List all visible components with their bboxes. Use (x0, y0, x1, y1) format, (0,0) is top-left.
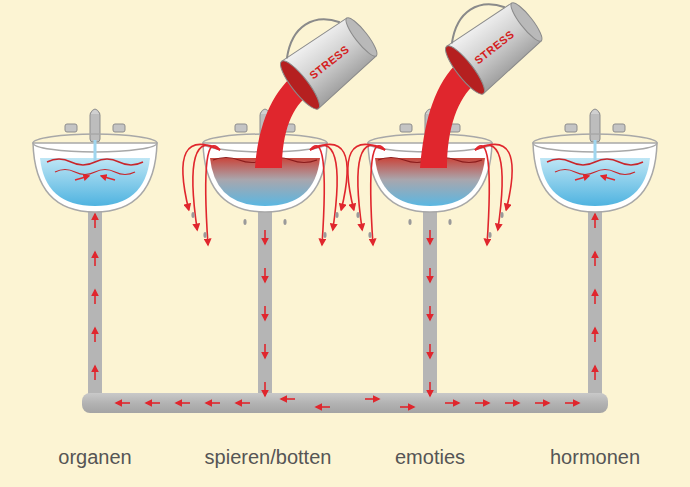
spill-arrow (371, 146, 385, 245)
stress-bucket (431, 0, 549, 99)
flow-arrow (146, 402, 160, 404)
spill-arrows (183, 144, 512, 245)
red-streak (55, 170, 135, 175)
water (540, 158, 650, 206)
spill-arrow (348, 144, 385, 210)
flow-arrow (264, 344, 266, 358)
flow-arrow (429, 344, 431, 358)
droplet (191, 212, 194, 218)
flow-arrow (505, 402, 519, 404)
spill-arrow (358, 145, 385, 230)
droplet (488, 232, 491, 238)
flow-arrow (601, 176, 615, 180)
sink (533, 109, 657, 212)
flow-arrow (535, 402, 549, 404)
droplet (323, 232, 326, 238)
droplet (335, 212, 338, 218)
spill-arrow (475, 144, 512, 210)
spill-arrow (206, 146, 220, 245)
flow-arrow (429, 230, 431, 244)
system-label: hormonen (550, 445, 640, 469)
sink (33, 109, 157, 212)
droplet (356, 212, 359, 218)
stress-bucket (266, 0, 384, 114)
flow-arrow (429, 268, 431, 282)
flow-arrow (594, 290, 596, 304)
droplet (203, 232, 206, 238)
faucet (90, 109, 100, 114)
spill-arrow (310, 145, 337, 230)
spill-arrow (475, 146, 489, 245)
spill-arrow (193, 145, 220, 230)
droplet (283, 219, 286, 225)
droplet (448, 219, 451, 225)
flow-arrow (94, 214, 96, 228)
spill-arrow (310, 146, 324, 245)
flow-arrow (565, 402, 579, 404)
system-label: organen (58, 445, 131, 469)
spill-arrow (183, 144, 220, 210)
flow-arrow (429, 306, 431, 320)
flow-arrow (316, 406, 330, 408)
spill-arrow (310, 144, 347, 210)
flow-arrow (594, 366, 596, 380)
tap-water (594, 140, 597, 162)
faucet (590, 112, 600, 142)
flow-arrow (264, 306, 266, 320)
tap (65, 124, 77, 132)
flow-arrow (594, 214, 596, 228)
droplet (500, 212, 503, 218)
flow-arrow (429, 382, 431, 396)
tap (565, 124, 577, 132)
droplet (368, 232, 371, 238)
flow-arrow (101, 176, 115, 180)
flow-arrow (594, 252, 596, 266)
flow-arrows (95, 214, 595, 407)
droplet (243, 219, 246, 225)
flow-arrow (176, 402, 190, 404)
flow-arrow (116, 402, 130, 404)
tap-water (94, 140, 97, 162)
flow-arrow (594, 328, 596, 342)
flow-arrow (94, 290, 96, 304)
flow-arrow (94, 252, 96, 266)
flow-arrow (264, 382, 266, 396)
flow-arrow (236, 402, 250, 404)
faucet (90, 112, 100, 142)
drain-pipes (82, 205, 608, 413)
red-streak (47, 159, 143, 165)
droplet (408, 219, 411, 225)
tap (235, 124, 247, 132)
tap (400, 124, 412, 132)
flow-arrow (575, 176, 589, 180)
water (40, 158, 150, 206)
flow-arrow (475, 402, 489, 404)
flow-arrow (264, 230, 266, 244)
system-label: spieren/botten (205, 445, 332, 469)
flow-arrow (400, 406, 414, 408)
flow-arrow (445, 402, 459, 404)
flow-arrow (94, 366, 96, 380)
flow-arrow (206, 402, 220, 404)
flow-arrow (94, 328, 96, 342)
flow-arrow (264, 268, 266, 282)
flow-arrow (365, 398, 379, 400)
sinks (33, 109, 657, 212)
tap (113, 124, 125, 132)
faucet (590, 109, 600, 114)
red-streak (555, 170, 635, 175)
system-label: emoties (395, 445, 465, 469)
tap (613, 124, 625, 132)
flow-arrow (75, 176, 89, 180)
flow-arrow (281, 398, 295, 400)
red-streak (547, 159, 643, 165)
spill-arrow (475, 145, 502, 230)
